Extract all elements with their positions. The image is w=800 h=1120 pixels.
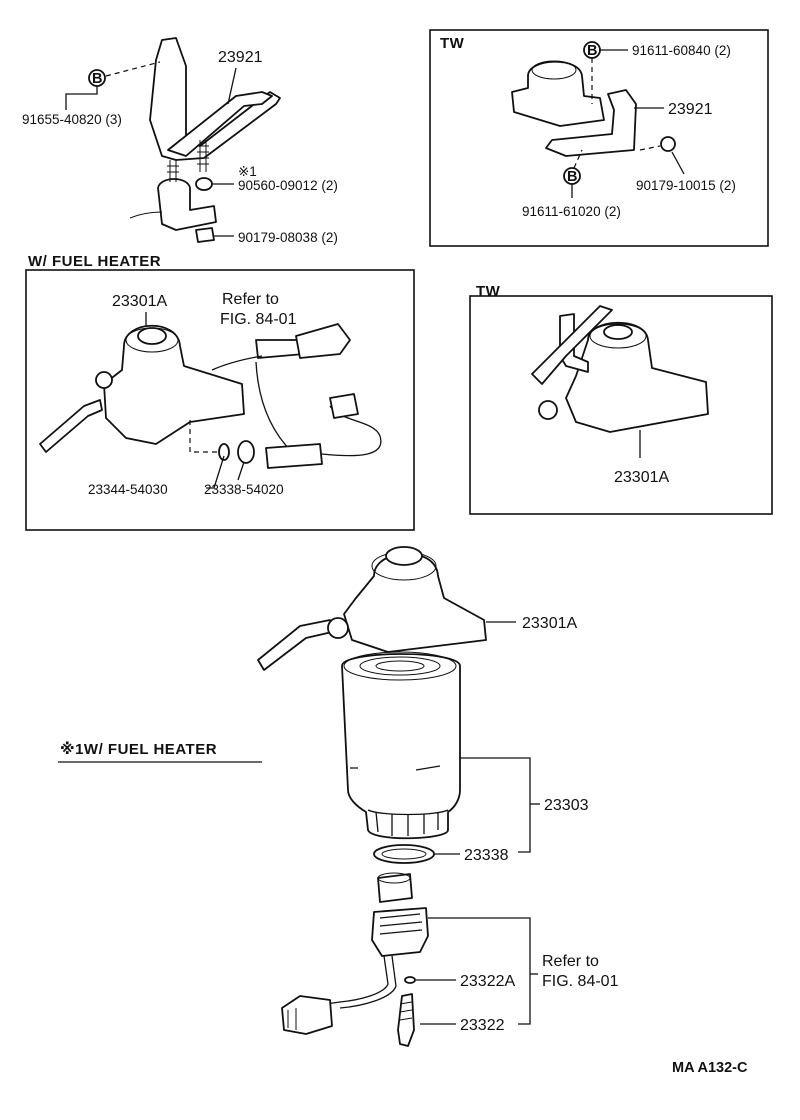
- main-pump-drawing: [343, 552, 487, 653]
- label-23322: 23322: [460, 1017, 505, 1034]
- tw-bracket-drawing: [545, 89, 637, 157]
- label-90179-10015: 90179-10015 (2): [636, 178, 736, 193]
- main-refer-line1: Refer to: [542, 953, 599, 970]
- label-91655-40820: 91655-40820 (3): [22, 112, 122, 127]
- wfh-refer-line2: FIG. 84-01: [220, 311, 297, 328]
- footer-code: MA A132-C: [672, 1060, 748, 1076]
- label-main-23301A: 23301A: [522, 615, 577, 632]
- tw-mid-pump-drawing: [565, 321, 709, 433]
- tw-pump-box: TW 23301A: [469, 283, 773, 515]
- heater-insert-drawing: [377, 873, 413, 903]
- tw-top-header: TW: [440, 35, 465, 52]
- label-90179-08038: 90179-08038 (2): [238, 230, 338, 245]
- wfh-refer-line1: Refer to: [222, 291, 279, 308]
- label-90560-09012: 90560-09012 (2): [238, 178, 338, 193]
- bracket-diagonal-arm: [167, 91, 273, 157]
- label-91611-60840: 91611-60840 (2): [632, 43, 731, 58]
- note-mark-1: ※1: [238, 164, 257, 179]
- label-tw-23921: 23921: [668, 101, 713, 118]
- fuel-heater-box: W/ FUEL HEATER 23301A Refer to FIG. 84-0…: [25, 253, 415, 531]
- label-23322A: 23322A: [460, 973, 515, 990]
- washer-drawing: [195, 177, 213, 191]
- label-23338: 23338: [464, 847, 509, 864]
- wfh-inlet-pipe: [39, 399, 103, 453]
- sensor-connector-drawing: [281, 995, 333, 1035]
- label-23338-54020: 23338-54020: [204, 482, 284, 497]
- wfh-pump-drawing: [103, 324, 245, 445]
- tw-pump-head-drawing: [511, 60, 605, 127]
- main-assembly-view: 23301A 23303 23338 23322A: [257, 546, 619, 1047]
- b-mark-upper-label: B: [587, 43, 597, 59]
- pump-base-drawing: [157, 178, 217, 231]
- o-ring-drawing: [404, 976, 416, 984]
- filter-gasket-drawing: [373, 844, 435, 864]
- fuel-filter-drawing: [341, 653, 461, 840]
- b-mark-lower-label: B: [567, 169, 577, 185]
- bracket-23921-drawing: [149, 37, 281, 161]
- note-heading: ※1W/ FUEL HEATER: [58, 740, 262, 763]
- nut-drawing: [195, 227, 215, 243]
- tw-mid-header: TW: [476, 283, 501, 300]
- water-sensor-drawing: [397, 993, 415, 1047]
- label-tw-23301A: 23301A: [614, 469, 669, 486]
- main-inlet-pipe: [257, 619, 333, 671]
- tw-bracket-box: TW B 91611-60840 (2) 23921 90179-10015 (…: [429, 29, 769, 247]
- label-23921: 23921: [218, 49, 263, 66]
- fuel-heater-header: W/ FUEL HEATER: [28, 253, 161, 270]
- bracket-assembly-view: B 91655-40820 (3) 23921 ※1 90560-09012 (…: [22, 37, 338, 245]
- label-wfh-23301A: 23301A: [112, 293, 167, 310]
- b-mark-label: B: [92, 71, 102, 87]
- wfh-sensor-drawing: [265, 443, 323, 469]
- label-23344-54030: 23344-54030: [88, 482, 168, 497]
- label-23303: 23303: [544, 797, 589, 814]
- tw-nut-drawing: [660, 136, 676, 152]
- main-refer-line2: FIG. 84-01: [542, 973, 619, 990]
- note-heading-text: ※1W/ FUEL HEATER: [60, 740, 217, 758]
- label-91611-61020: 91611-61020 (2): [522, 204, 621, 219]
